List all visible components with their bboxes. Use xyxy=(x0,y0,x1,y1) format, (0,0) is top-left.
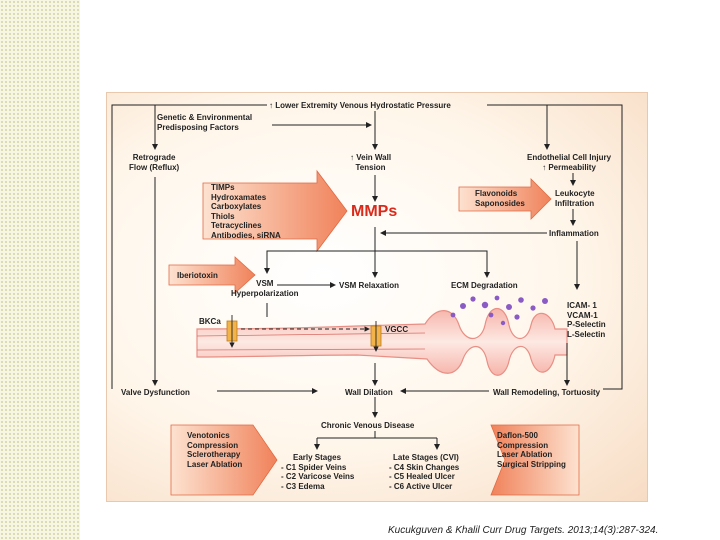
bkca-label: BKCa xyxy=(199,317,221,326)
leukocyte-infiltration-label: Leukocyte Infiltration xyxy=(555,189,595,208)
wall-remodeling-label: Wall Remodeling, Tortuosity xyxy=(493,388,601,397)
genetic-factors-label: Genetic & Environmental Predisposing Fac… xyxy=(157,113,253,132)
vsm-hyperpolarization-label: VSM Hyperpolarization xyxy=(231,279,299,298)
valve-dysfunction-label: Valve Dysfunction xyxy=(121,388,190,397)
iberiotoxin-arrow xyxy=(168,256,256,294)
inflammation-label: Inflammation xyxy=(549,229,599,238)
endothelial-injury-label: Endothelial Cell Injury ↑ Permeability xyxy=(527,153,612,172)
late-stages-block: Late Stages (CVI) - C4 Skin Changes - C5… xyxy=(389,453,460,491)
mmp-inhibitors-list: TIMPs Hydroxamates Carboxylates Thiols T… xyxy=(211,183,281,240)
side-pattern xyxy=(0,0,80,540)
hydrostatic-pressure-label: ↑ Lower Extremity Venous Hydrostatic Pre… xyxy=(269,101,451,110)
connectors xyxy=(111,104,623,450)
ecm-degradation-label: ECM Degradation xyxy=(451,281,518,290)
iberiotoxin-label: Iberiotoxin xyxy=(177,271,218,280)
cvd-pathway-figure: ↑ Lower Extremity Venous Hydrostatic Pre… xyxy=(106,92,648,502)
leukocyte-cells xyxy=(450,295,548,326)
vein-wall-tension-label: ↑ Vein Wall Tension xyxy=(350,153,392,172)
wall-dilation-label: Wall Dilation xyxy=(345,388,393,397)
vsm-relaxation-label: VSM Relaxation xyxy=(339,281,400,290)
flavonoids-label: Flavonoids Saponosides xyxy=(475,189,525,208)
vgcc-label: VGCC xyxy=(385,325,409,334)
treatment-right-arrow xyxy=(490,424,580,496)
left-treatments-list: Venotonics Compression Sclerotherapy Las… xyxy=(187,431,243,469)
inhibitors-arrow xyxy=(202,169,348,253)
chronic-venous-disease-label: Chronic Venous Disease xyxy=(321,421,415,430)
adhesion-molecules-list: ICAM- 1 VCAM-1 P-Selectin L-Selectin xyxy=(567,301,606,339)
treatment-left-arrow xyxy=(170,424,278,496)
mmps-label: MMPs xyxy=(351,203,398,220)
early-stages-block: Early Stages - C1 Spider Veins - C2 Vari… xyxy=(281,453,355,491)
figure-graphics xyxy=(111,104,623,496)
right-treatments-list: Daflon-500 Compression Laser Ablation Su… xyxy=(497,431,566,469)
flavonoids-arrow xyxy=(458,178,552,220)
citation: Kucukguven & Khalil Curr Drug Targets. 2… xyxy=(388,525,659,536)
retrograde-flow-label: Retrograde Flow (Reflux) xyxy=(129,153,180,172)
vein-body xyxy=(196,307,568,376)
